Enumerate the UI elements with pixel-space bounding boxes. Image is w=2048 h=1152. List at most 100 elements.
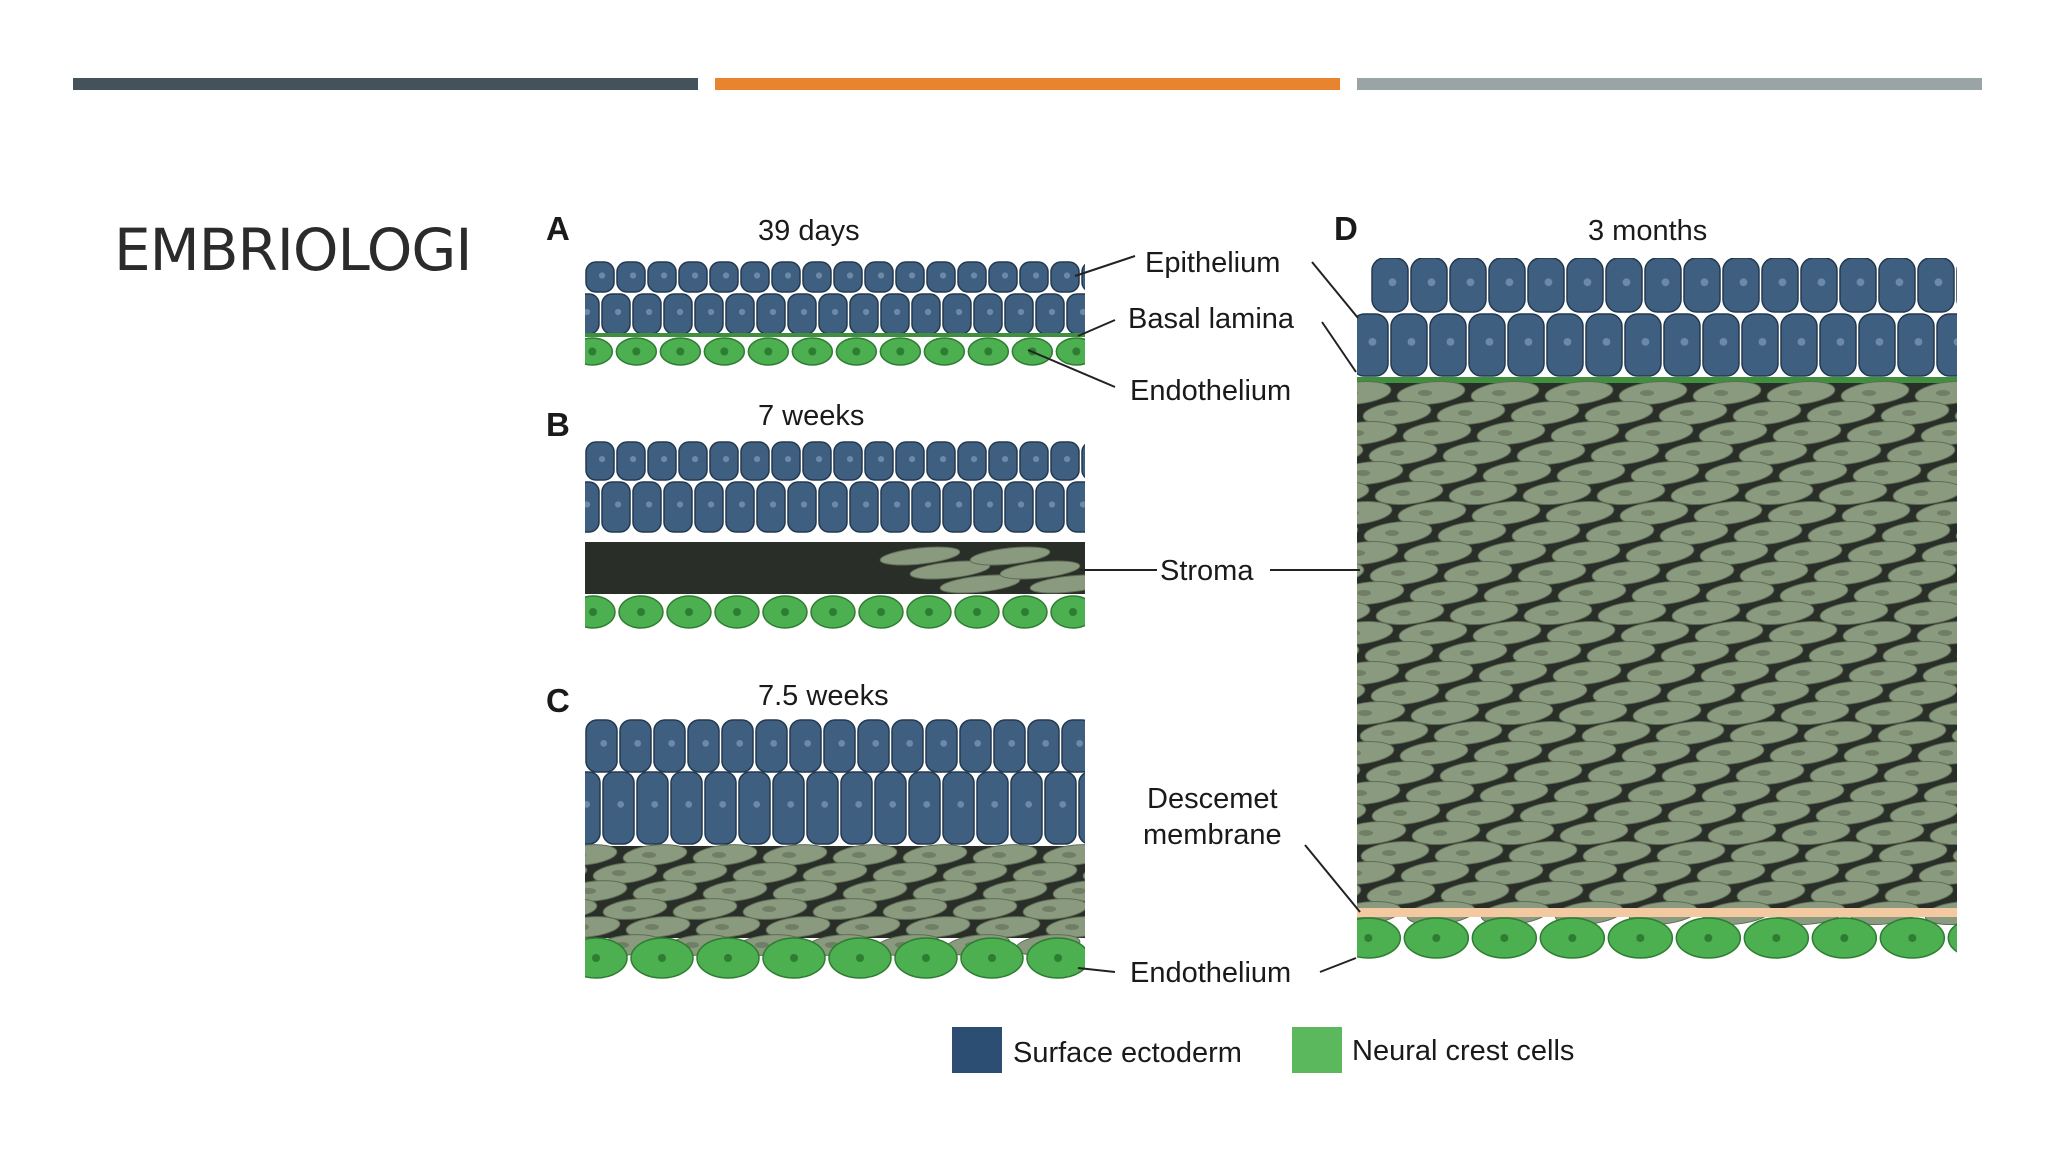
cell-nucleus: [1455, 730, 1469, 736]
cell-nucleus: [924, 501, 932, 508]
cell-nucleus: [1384, 410, 1398, 416]
stroma-cell: [1357, 640, 1360, 666]
cell-nucleus: [1758, 890, 1772, 896]
cell-nucleus: [622, 906, 636, 912]
cell-nucleus: [598, 272, 606, 279]
cell-nucleus: [1318, 690, 1332, 696]
cell-nucleus: [1079, 308, 1085, 316]
cell-nucleus: [1524, 338, 1533, 346]
cell-nucleus: [1678, 850, 1692, 856]
cell-nucleus: [1608, 650, 1622, 656]
stroma-cell: [1357, 760, 1361, 786]
cell-nucleus: [1017, 308, 1025, 316]
cell-nucleus: [1903, 530, 1917, 536]
cell-nucleus: [852, 852, 866, 858]
cell-nucleus: [1048, 501, 1056, 508]
stroma-cell: [1357, 880, 1362, 906]
cell-nucleus: [1274, 870, 1288, 876]
cell-nucleus: [685, 608, 693, 616]
stroma-cell: [1357, 600, 1371, 626]
cell-nucleus: [1876, 710, 1890, 716]
cell-nucleus: [691, 456, 699, 463]
cell-nucleus: [585, 801, 591, 808]
cell-nucleus: [1689, 810, 1703, 816]
cell-nucleus: [1802, 710, 1816, 716]
cell-nucleus: [512, 888, 526, 894]
cell-nucleus: [1419, 510, 1433, 516]
cell-nucleus: [753, 272, 761, 279]
ectoderm-cell: [849, 481, 879, 533]
cell-nucleus: [838, 740, 846, 747]
cell-nucleus: [712, 852, 726, 858]
cell-nucleus: [1462, 890, 1476, 896]
cell-nucleus: [1063, 272, 1071, 279]
cell-nucleus: [893, 501, 901, 508]
cell-nucleus: [1715, 510, 1729, 516]
cell-nucleus: [1704, 934, 1713, 942]
cell-nucleus: [1905, 770, 1919, 776]
cell-nucleus: [632, 347, 641, 356]
cell-nucleus: [846, 456, 854, 463]
cell-nucleus: [668, 740, 676, 747]
cell-nucleus: [1529, 730, 1543, 736]
cell-nucleus: [1797, 790, 1811, 796]
cell-nucleus: [939, 272, 947, 279]
ectoderm-cell: [1585, 313, 1623, 377]
cell-nucleus: [1001, 456, 1009, 463]
ectoderm-cell: [1078, 772, 1085, 844]
stroma-cell: [1251, 739, 1321, 768]
ectoderm-cell: [619, 719, 652, 773]
cell-nucleus: [1828, 410, 1842, 416]
header-bar-orange: [715, 78, 1340, 90]
cell-nucleus: [1278, 670, 1292, 676]
cell-nucleus: [598, 456, 606, 463]
ectoderm-cell: [687, 719, 720, 773]
ectoderm-cell: [1357, 313, 1389, 377]
cell-nucleus: [955, 308, 963, 316]
stroma-cell: [1991, 739, 2048, 768]
cell-nucleus: [1766, 490, 1780, 496]
cell-nucleus: [1677, 730, 1691, 736]
cell-nucleus: [1359, 830, 1373, 836]
header-bar-gray: [1357, 78, 1982, 90]
stroma-cell: [969, 546, 1051, 566]
cell-nucleus: [1397, 610, 1411, 616]
cell-nucleus: [1648, 670, 1662, 676]
stroma-cell: [1955, 520, 1957, 546]
cell-nucleus: [1681, 530, 1695, 536]
cell-nucleus: [1870, 670, 1884, 676]
cell-nucleus: [855, 924, 869, 930]
cell-nucleus: [542, 870, 556, 876]
panel-a-stage: 39 days: [758, 215, 860, 247]
cell-nucleus: [1390, 450, 1404, 456]
cell-nucleus: [784, 272, 792, 279]
panel-a: A 39 days: [546, 210, 1085, 366]
cell-nucleus: [1391, 570, 1405, 576]
cell-nucleus: [1761, 570, 1775, 576]
cell-nucleus: [1649, 790, 1663, 796]
ectoderm-cell: [840, 771, 873, 845]
cell-nucleus: [1357, 790, 1367, 796]
cell-nucleus: [862, 501, 870, 508]
cell-nucleus: [1754, 410, 1768, 416]
cell-nucleus: [829, 608, 837, 616]
cell-nucleus: [1914, 338, 1923, 346]
stroma-cell: [585, 844, 618, 866]
cell-nucleus: [790, 954, 798, 962]
cell-nucleus: [1835, 570, 1849, 576]
stroma-cell: [909, 560, 991, 580]
cell-nucleus: [1763, 810, 1777, 816]
cell-nucleus: [755, 942, 769, 948]
cell-nucleus: [1875, 590, 1889, 596]
cell-nucleus: [821, 801, 829, 808]
cell-nucleus: [1285, 830, 1299, 836]
stroma-cell: [1255, 539, 1325, 568]
stroma-cell: [1254, 419, 1324, 448]
cell-nucleus: [1093, 801, 1100, 808]
cell-nucleus: [1937, 510, 1951, 516]
cell-nucleus: [1871, 790, 1885, 796]
cell-nucleus: [1386, 650, 1400, 656]
ectoderm-cell: [704, 771, 737, 845]
stroma-cell: [1966, 479, 2036, 508]
cell-nucleus: [932, 888, 946, 894]
